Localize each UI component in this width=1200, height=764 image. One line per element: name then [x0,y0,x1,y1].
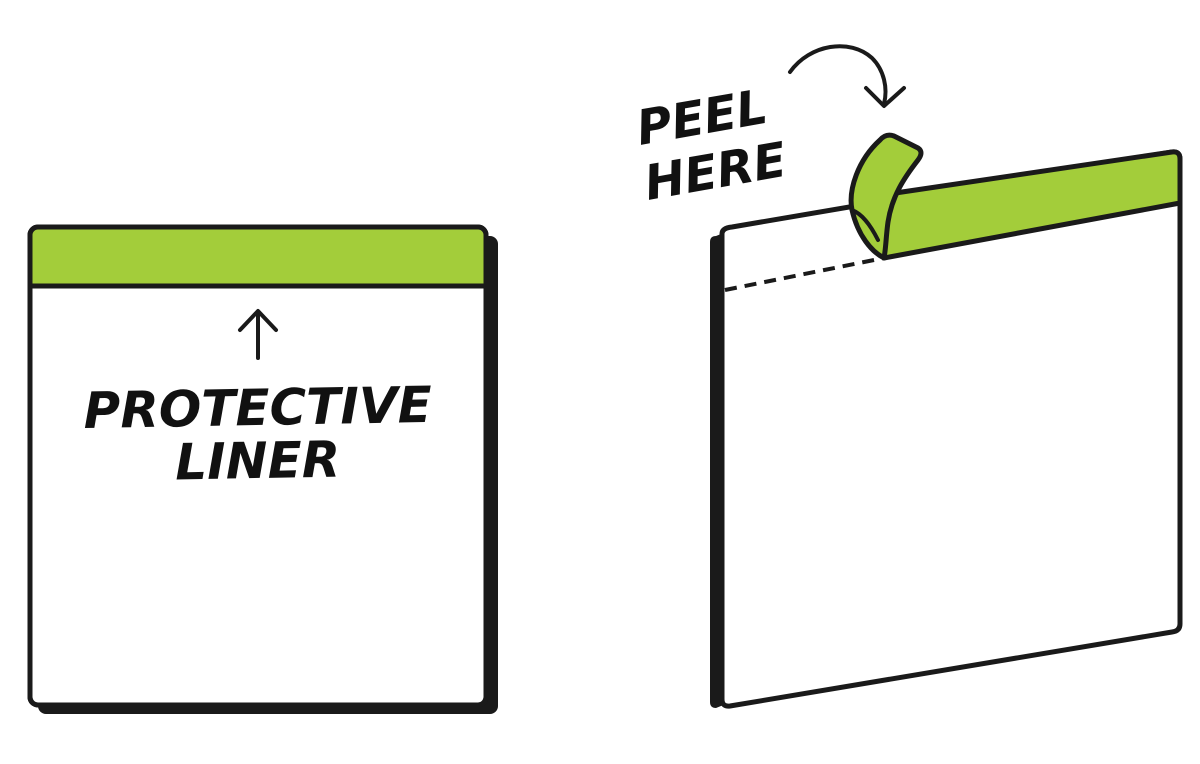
pouch-peeling: PEEL HERE [632,44,1183,709]
liner-label-line1: PROTECTIVE [83,376,432,440]
peeled-liner-dashed-line [724,256,885,292]
curved-arrow-icon [788,44,906,108]
remaining-liner-strip [879,149,1183,261]
liner-label-line2: LINER [175,431,341,492]
pouch-flat-outline [27,224,489,708]
protective-liner-strip [32,229,484,286]
peeled-liner-fold [850,208,880,242]
pouch-flat: PROTECTIVE LINER [27,224,498,714]
arrow-up-icon [238,309,278,360]
